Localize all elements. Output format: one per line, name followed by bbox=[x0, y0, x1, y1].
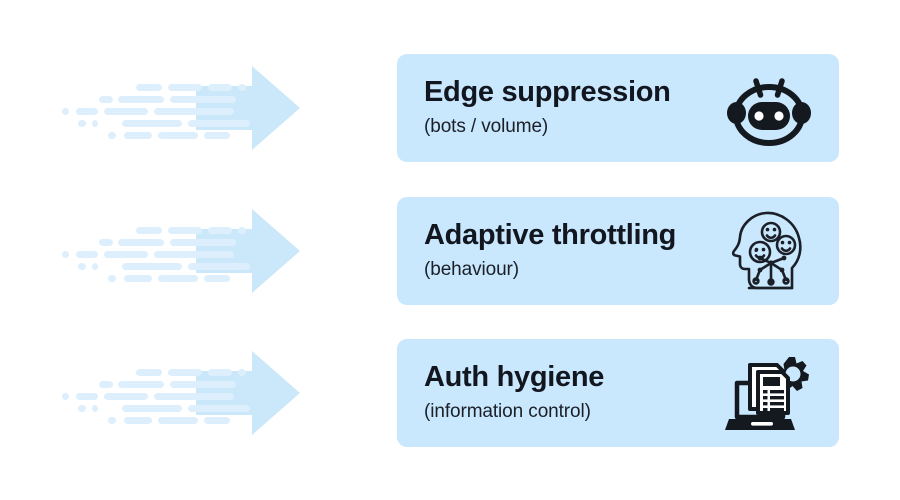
card-subtitle: (information control) bbox=[424, 400, 591, 422]
robot-head-icon bbox=[723, 62, 815, 154]
card-title: Edge suppression bbox=[424, 76, 671, 109]
flow-card-2[interactable]: Adaptive throttling (behaviour) bbox=[397, 196, 839, 305]
card-subtitle: (bots / volume) bbox=[424, 115, 549, 137]
arrow-speed-dashes bbox=[62, 226, 250, 282]
card-text-block: Edge suppression (bots / volume) bbox=[424, 77, 715, 137]
motion-arrow-1 bbox=[56, 58, 304, 158]
motion-arrow-3 bbox=[56, 343, 304, 443]
arrow-speed-dashes bbox=[62, 368, 250, 424]
flow-card-3[interactable]: Auth hygiene (information control) bbox=[397, 338, 839, 447]
head-profile-neural-network-icon bbox=[723, 205, 815, 297]
card-text-block: Auth hygiene (information control) bbox=[424, 362, 715, 422]
flow-row-3: Auth hygiene (information control) bbox=[0, 320, 900, 465]
flow-row-1: Edge suppression (bots / volume) bbox=[0, 35, 900, 180]
card-subtitle: (behaviour) bbox=[424, 258, 520, 280]
card-text-block: Adaptive throttling (behaviour) bbox=[424, 220, 715, 280]
card-title: Auth hygiene bbox=[424, 361, 605, 394]
motion-arrow-2 bbox=[56, 201, 304, 301]
flow-card-1[interactable]: Edge suppression (bots / volume) bbox=[397, 53, 839, 162]
flow-row-2: Adaptive throttling (behaviour) bbox=[0, 178, 900, 323]
arrow-speed-dashes bbox=[62, 83, 250, 139]
documents-shape bbox=[748, 362, 790, 415]
card-title: Adaptive throttling bbox=[424, 219, 677, 252]
laptop-documents-gear-icon bbox=[723, 347, 815, 439]
